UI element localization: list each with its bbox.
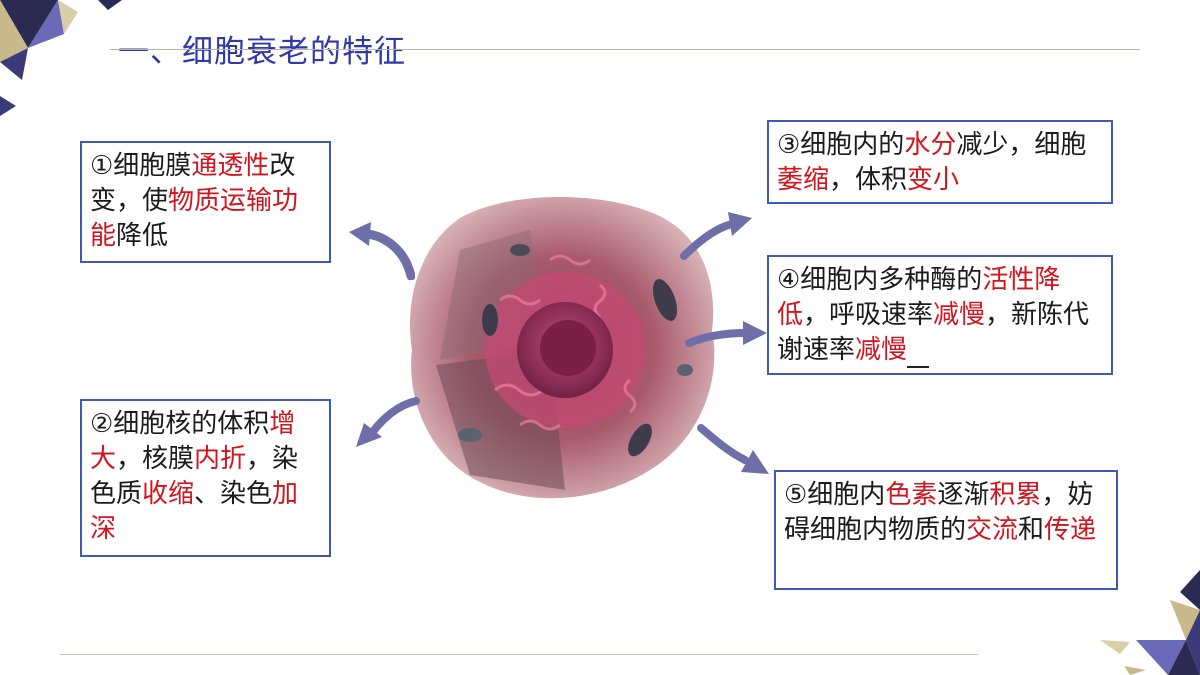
arrow-to-box3 [680, 212, 752, 260]
box-text: ，体积 [829, 165, 908, 195]
cell-illustration [410, 196, 715, 499]
box-text: 和 [1018, 515, 1045, 545]
box-text: ②细胞核的体积 [90, 409, 270, 439]
corner-decoration-bottom-right [1100, 570, 1200, 675]
highlight-text: 加深 [90, 479, 299, 544]
arrow-to-box2 [356, 397, 420, 447]
box4: ④细胞内多种酶的活性降低，呼吸速率减慢，新陈代谢速率减慢 [767, 255, 1113, 375]
highlight-text: 水分 [904, 130, 957, 160]
box-text: ，染色质 [90, 444, 299, 509]
box5: ⑤细胞内色素逐渐积累，妨碍细胞内物质的交流和传递 [774, 470, 1118, 590]
box-text: ，新陈代谢速率 [777, 300, 1090, 365]
bottom-divider [60, 654, 978, 655]
highlight-text: 内折 [194, 444, 247, 474]
highlight-text: 减慢 [855, 335, 908, 365]
arrow-to-box5 [697, 424, 769, 474]
blank-underline [907, 340, 930, 368]
box-text: ，妨碍细胞内物质的 [784, 480, 1094, 545]
box1: ①细胞膜通透性改变，使物质运输功能降低 [80, 141, 331, 263]
box-text: ⑤细胞内 [784, 480, 886, 510]
box-text: 、染色 [194, 479, 273, 509]
highlight-text: 减慢 [933, 300, 986, 330]
highlight-text: 物质运输功能 [90, 186, 299, 251]
arrow-to-box1 [349, 222, 415, 280]
highlight-text: 通透性 [191, 151, 270, 181]
box-text: ③细胞内的 [777, 130, 905, 160]
title-divider [110, 49, 1140, 50]
highlight-text: 收缩 [142, 479, 195, 509]
box2: ②细胞核的体积增大，核膜内折，染色质收缩、染色加深 [80, 399, 331, 557]
box-text: ④细胞内多种酶的 [777, 265, 983, 295]
box-text: ①细胞膜 [90, 151, 192, 181]
box-text: ，核膜 [116, 444, 195, 474]
highlight-text: 色素 [885, 480, 938, 510]
corner-decoration-top-left [0, 0, 122, 116]
box-text: 降低 [116, 221, 169, 251]
box3: ③细胞内的水分减少，细胞萎缩，体积变小 [767, 120, 1113, 204]
box-text: 逐渐 [937, 480, 990, 510]
box-text: ，呼吸速率 [803, 300, 934, 330]
highlight-text: 交流 [966, 515, 1019, 545]
box-text: 减少，细胞 [956, 130, 1087, 160]
highlight-text: 萎缩 [777, 165, 830, 195]
page-title: 一、细胞衰老的特征 [118, 34, 406, 70]
highlight-text: 积累 [989, 480, 1042, 510]
highlight-text: 活性降低 [777, 265, 1061, 330]
highlight-text: 传递 [1044, 515, 1097, 545]
highlight-text: 增大 [90, 409, 296, 474]
box-text: 改变，使 [90, 151, 296, 216]
arrow-to-box4 [685, 321, 767, 347]
highlight-text: 变小 [907, 165, 960, 195]
